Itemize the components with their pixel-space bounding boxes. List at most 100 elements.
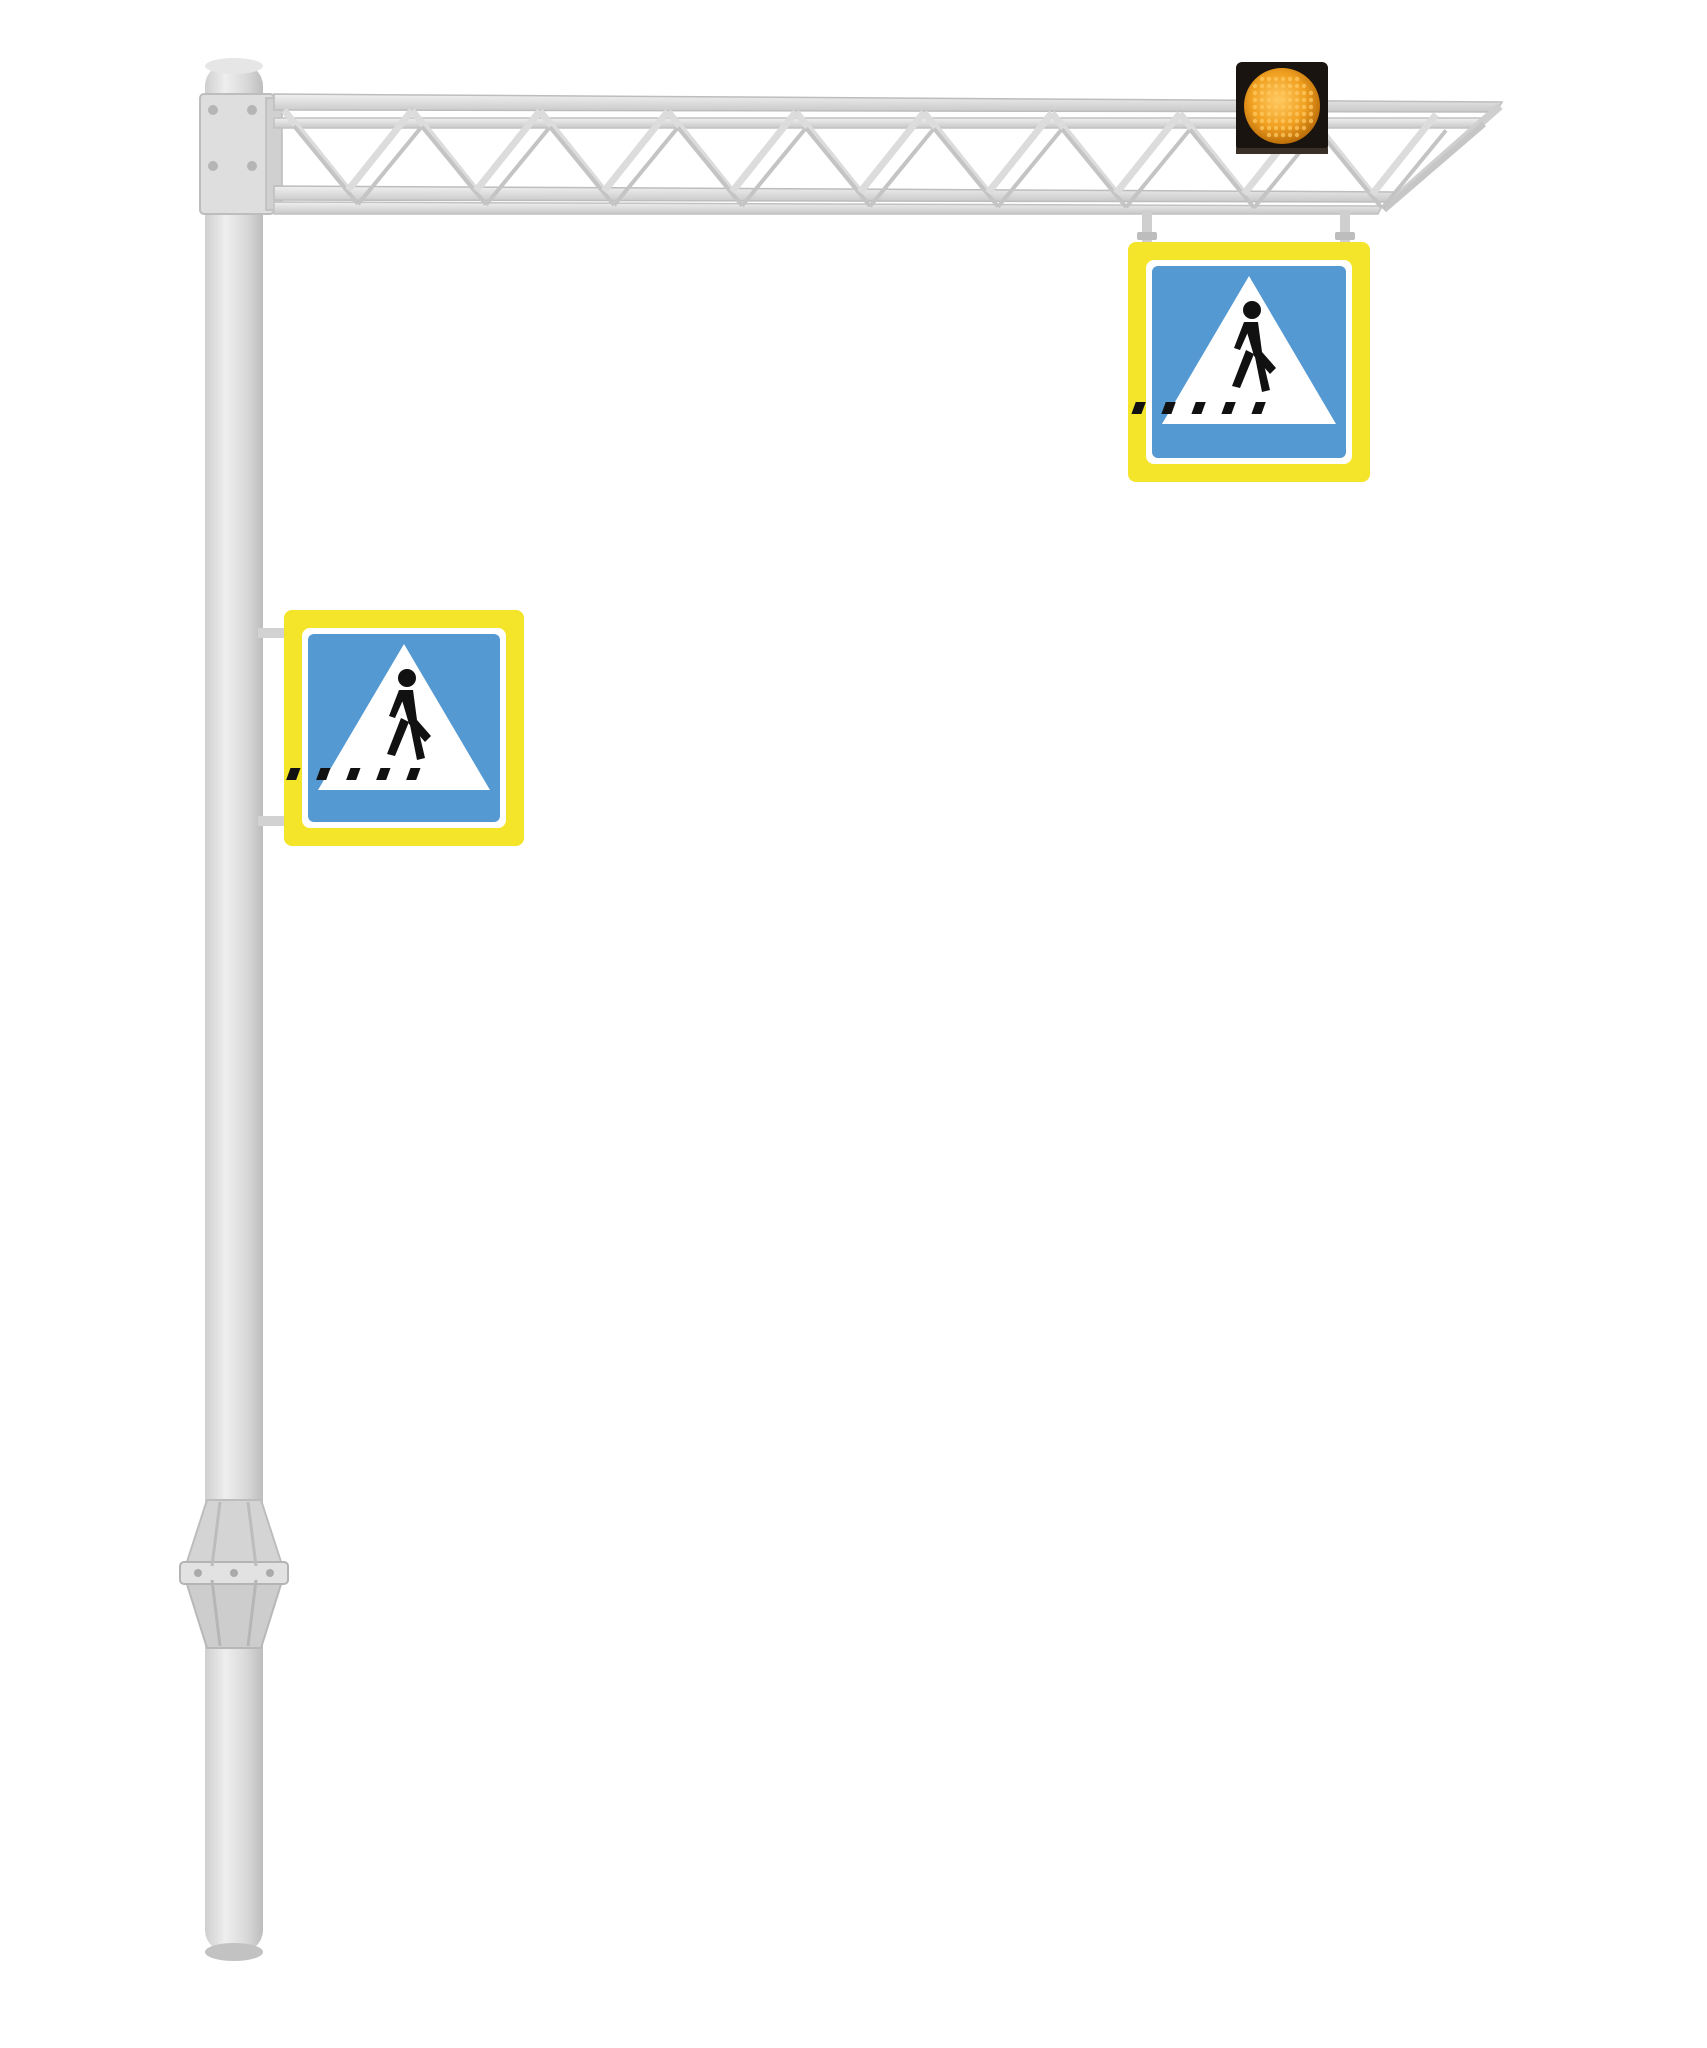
pedestrian-crossing-sign-overhead: [1128, 242, 1370, 482]
signal-led: [1252, 111, 1258, 117]
signal-led: [1294, 97, 1300, 103]
signal-led: [1266, 118, 1272, 124]
signal-led: [1266, 97, 1272, 103]
signal-led: [1266, 132, 1272, 138]
signal-led: [1266, 104, 1272, 110]
signal-led: [1287, 125, 1293, 131]
signal-led: [1252, 90, 1258, 96]
signal-led: [1259, 97, 1265, 103]
signal-led: [1252, 97, 1258, 103]
truss-diagonal: [345, 108, 415, 193]
pole-sign-brackets: [258, 628, 288, 826]
signal-led: [1266, 90, 1272, 96]
signal-led: [1273, 90, 1279, 96]
truss-diagonal-rear: [740, 126, 808, 208]
signal-led: [1301, 125, 1307, 131]
signal-led: [1273, 125, 1279, 131]
signal-led: [1280, 132, 1286, 138]
signal-led: [1259, 83, 1265, 89]
signal-led: [1280, 83, 1286, 89]
signal-led: [1259, 76, 1265, 82]
pedestrian-icon: [286, 669, 431, 780]
signal-led: [1287, 118, 1293, 124]
truss-diagonal-rear: [548, 125, 616, 207]
signal-led: [1301, 111, 1307, 117]
signal-led: [1280, 76, 1286, 82]
truss-diagonal-rear: [356, 125, 424, 206]
signal-led: [1301, 90, 1307, 96]
signal-led: [1287, 104, 1293, 110]
sign-triangle: [318, 644, 490, 790]
truss-mount-plate: [199, 93, 283, 215]
truss-diagonal-rear: [292, 124, 360, 206]
signal-led: [1308, 111, 1314, 117]
signal-led: [1308, 97, 1314, 103]
signal-led: [1273, 104, 1279, 110]
truss-diagonal-rear: [996, 127, 1064, 209]
signal-led: [1308, 90, 1314, 96]
signal-led: [1259, 90, 1265, 96]
signal-led: [1287, 76, 1293, 82]
truss-diagonal-rear: [612, 126, 680, 207]
signal-led: [1273, 132, 1279, 138]
signal-led: [1266, 125, 1272, 131]
signal-led: [1287, 83, 1293, 89]
amber-signal-icon: [1236, 62, 1328, 154]
signal-led: [1280, 125, 1286, 131]
sign-triangle: [1162, 276, 1336, 424]
signal-led: [1294, 132, 1300, 138]
truss-diagonal-rear: [868, 127, 936, 208]
signal-led: [1294, 90, 1300, 96]
truss-diagonal-rear: [420, 125, 488, 206]
signal-led: [1273, 83, 1279, 89]
signal-led: [1294, 118, 1300, 124]
truss-diagonal-rear: [1124, 128, 1192, 209]
signal-led: [1252, 83, 1258, 89]
signal-led: [1287, 97, 1293, 103]
truss-diagonal: [857, 110, 927, 195]
truss-diagonal-rear: [484, 125, 552, 207]
truss-diagonal: [729, 109, 799, 195]
signal-led: [1252, 104, 1258, 110]
truss-diagonal: [1113, 111, 1183, 196]
signal-led: [1294, 76, 1300, 82]
signal-led: [1294, 104, 1300, 110]
truss-diagonal-rear: [1060, 127, 1128, 209]
overhead-sign-hangers: [1137, 210, 1355, 246]
signal-led: [1266, 76, 1272, 82]
signal-led: [1287, 132, 1293, 138]
truss-diagonal-rear: [676, 126, 744, 207]
signal-led: [1259, 125, 1265, 131]
signal-led: [1280, 97, 1286, 103]
truss-diagonal-rear: [1188, 128, 1256, 209]
signal-led: [1301, 83, 1307, 89]
signal-led: [1280, 90, 1286, 96]
pole-flange-joint: [179, 1499, 289, 1649]
signal-led: [1294, 111, 1300, 117]
signal-led: [1273, 111, 1279, 117]
signal-led: [1287, 90, 1293, 96]
signal-led: [1280, 118, 1286, 124]
signal-led: [1259, 118, 1265, 124]
truss-diagonal: [473, 108, 543, 193]
signal-led: [1301, 97, 1307, 103]
overhead-truss: [273, 93, 1504, 215]
signal-led: [1266, 83, 1272, 89]
signal-led: [1273, 76, 1279, 82]
pedestrian-crossing-sign-pole: [284, 610, 524, 846]
truss-diagonal: [985, 110, 1055, 196]
truss-diagonal-rear: [1380, 129, 1448, 210]
pedestrian-icon: [1131, 301, 1276, 414]
truss-diagonal: [1369, 112, 1439, 197]
signal-led: [1308, 104, 1314, 110]
signal-led: [1308, 118, 1314, 124]
signal-led: [1280, 104, 1286, 110]
truss-diagonal-rear: [804, 126, 872, 208]
signal-led: [1280, 111, 1286, 117]
signal-led: [1252, 118, 1258, 124]
signal-led: [1287, 111, 1293, 117]
signal-led: [1259, 104, 1265, 110]
signal-led: [1301, 104, 1307, 110]
